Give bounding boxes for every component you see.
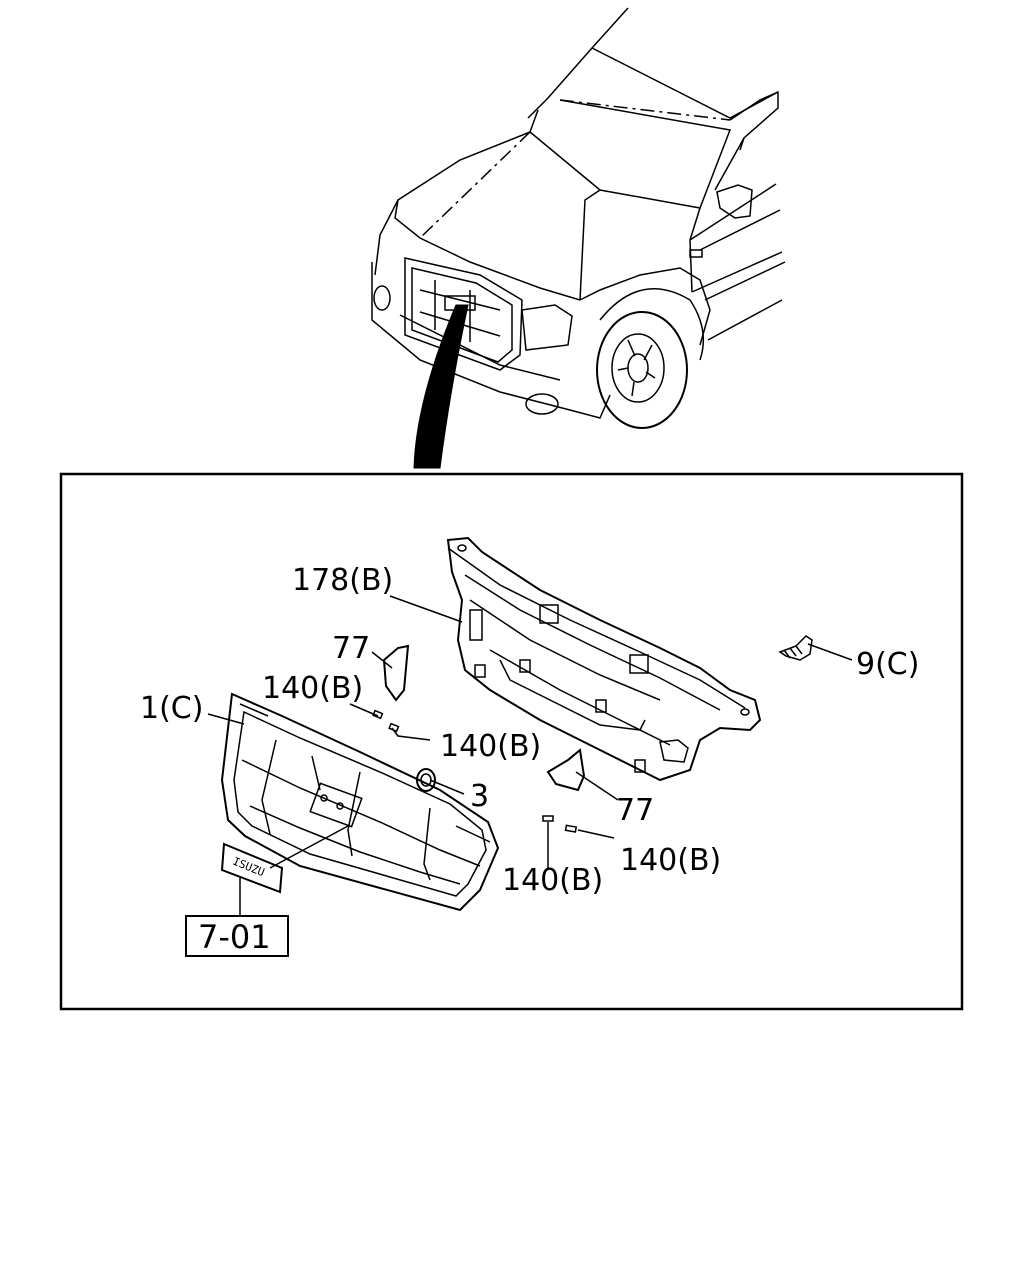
leader-arrow	[413, 304, 469, 469]
callout-clip-upper-left: 140(B)	[262, 671, 363, 706]
grille-bracket-part	[446, 536, 762, 782]
callout-screw: 9(C)	[856, 647, 919, 682]
callout-clip-mid-left: 140(B)	[440, 729, 541, 764]
trim-right-part	[546, 748, 586, 792]
leader-lines	[207, 595, 853, 916]
callout-trim-left: 77	[332, 631, 370, 666]
callout-grille: 1(C)	[140, 691, 203, 726]
screw-part	[778, 635, 813, 661]
badge-part: ISUZU	[220, 842, 284, 894]
callout-trim-right: 77	[616, 793, 654, 828]
callout-emblem: 3	[470, 779, 489, 814]
callout-clip-lower-right: 140(B)	[620, 843, 721, 878]
callout-clip-lower-mid: 140(B)	[502, 863, 603, 898]
trim-left-part	[382, 644, 410, 702]
reference-box-label: 7-01	[198, 918, 271, 956]
clip-parts	[349, 703, 615, 868]
detail-frame	[59, 472, 964, 1011]
callout-grille-bracket: 178(B)	[292, 563, 393, 598]
vehicle-illustration	[371, 7, 786, 469]
reference-box[interactable]: 7-01	[185, 915, 289, 957]
